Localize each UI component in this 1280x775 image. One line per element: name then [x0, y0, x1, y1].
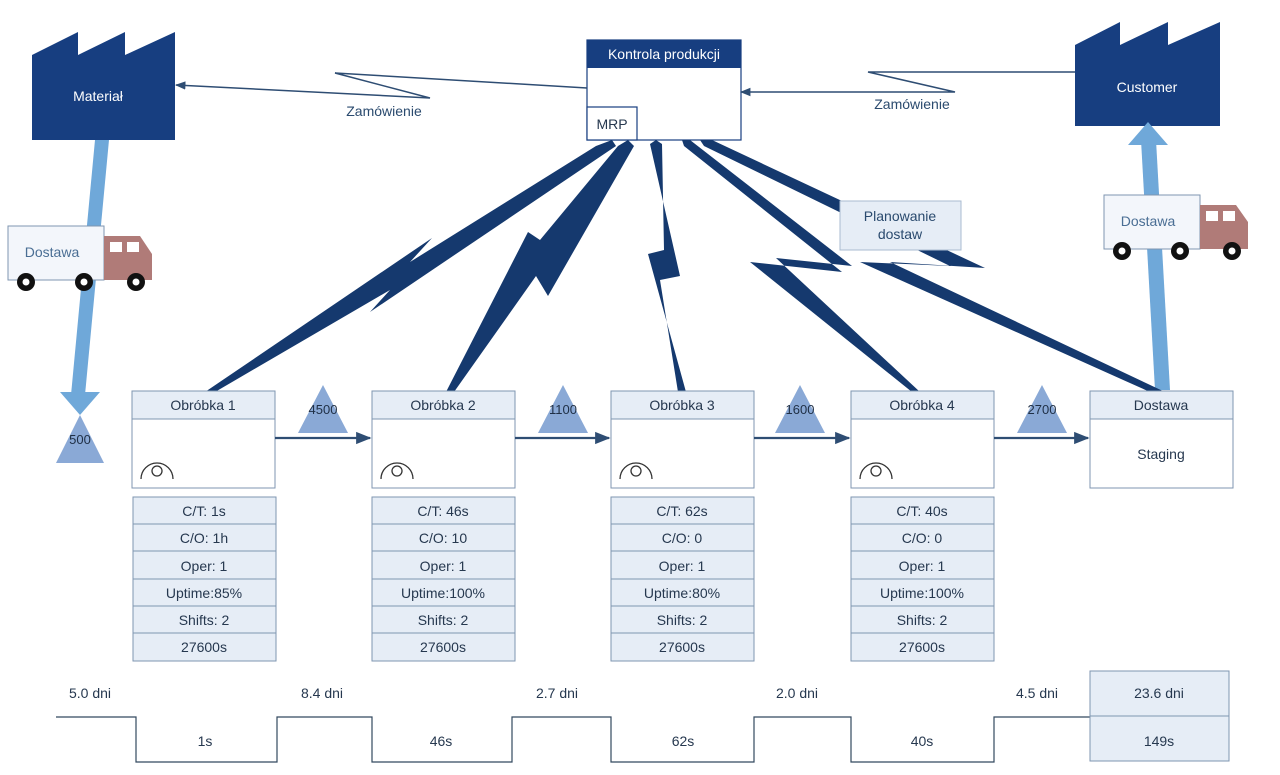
process-4-title: Obróbka 4: [889, 397, 955, 413]
delivery-planning-box: Planowanie dostaw: [839, 200, 962, 251]
inventory-triangle-1: 4500: [298, 385, 348, 433]
data-cell: 27600s: [899, 639, 945, 655]
data-cell: C/O: 1h: [180, 530, 228, 546]
customer-shipment-arrow: [1128, 122, 1170, 390]
data-box-4: C/T: 40s C/O: 0 Oper: 1 Uptime:100% Shif…: [850, 496, 995, 662]
process-time-1: 1s: [198, 733, 213, 749]
supplier-label: Materiał: [73, 88, 124, 104]
data-cell: 27600s: [420, 639, 466, 655]
data-cell: C/O: 0: [902, 530, 943, 546]
production-control-title: Kontrola produkcji: [608, 46, 720, 62]
operator-icon: [859, 462, 893, 480]
inventory-2-label: 1100: [549, 402, 577, 417]
process-2-title: Obróbka 2: [410, 397, 476, 413]
lightning-bolt-3-icon: [648, 140, 686, 392]
customer-order-label: Zamówienie: [874, 96, 950, 112]
lightning-bolt-4-icon: [682, 140, 920, 392]
left-truck-label: Dostawa: [25, 244, 80, 260]
delivery-planning-line1: Planowanie: [864, 208, 937, 224]
operator-icon: [380, 462, 414, 480]
timeline-summary-box: 23.6 dni 149s: [1089, 670, 1230, 762]
supplier-order-arrow: [174, 72, 588, 99]
lightning-bolt-2-icon: [446, 140, 634, 392]
delivery-planning-line2: dostaw: [878, 226, 923, 242]
data-box-1: C/T: 1s C/O: 1h Oper: 1 Uptime:85% Shift…: [132, 496, 277, 662]
total-process-time: 149s: [1144, 733, 1174, 749]
data-cell: Oper: 1: [899, 558, 946, 574]
right-truck-icon: Dostawa: [1103, 194, 1248, 260]
process-box-4: Obróbka 4: [850, 390, 995, 489]
lead-time-4: 2.0 dni: [776, 685, 818, 701]
operator-head-icon: [151, 465, 163, 477]
data-cell: C/T: 1s: [182, 503, 226, 519]
data-cell: C/T: 40s: [896, 503, 947, 519]
data-cell: 27600s: [659, 639, 705, 655]
data-cell: Uptime:100%: [401, 585, 485, 601]
process-3-title: Obróbka 3: [649, 397, 715, 413]
customer-label: Customer: [1117, 79, 1178, 95]
inventory-triangle-4: 2700: [1017, 385, 1067, 433]
operator-head-icon: [391, 465, 403, 477]
data-cell: Uptime:80%: [644, 585, 720, 601]
process-box-1: Obróbka 1: [131, 390, 276, 489]
customer-order-arrow: [739, 71, 1075, 97]
data-cell: 27600s: [181, 639, 227, 655]
timeline: 5.0 dni 8.4 dni 2.7 dni 2.0 dni 4.5 dni …: [56, 685, 1090, 763]
shipping-box: Dostawa Staging: [1089, 390, 1234, 489]
data-cell: Oper: 1: [420, 558, 467, 574]
process-time-4: 40s: [911, 733, 934, 749]
operator-head-icon: [630, 465, 642, 477]
data-cell: Uptime:85%: [166, 585, 242, 601]
data-box-3: C/T: 62s C/O: 0 Oper: 1 Uptime:80% Shift…: [610, 496, 755, 662]
production-control-box: Kontrola produkcji MRP: [586, 39, 742, 141]
inventory-4-label: 2700: [1028, 402, 1057, 417]
data-box-2: C/T: 46s C/O: 10 Oper: 1 Uptime:100% Shi…: [371, 496, 516, 662]
shipping-title: Dostawa: [1134, 397, 1189, 413]
timeline-ladder-line: [56, 716, 1090, 763]
operator-head-icon: [870, 465, 882, 477]
supplier-order-label: Zamówienie: [346, 103, 422, 119]
data-cell: C/T: 62s: [656, 503, 707, 519]
process-time-3: 62s: [672, 733, 695, 749]
data-cell: Shifts: 2: [897, 612, 948, 628]
process-1-title: Obróbka 1: [170, 397, 236, 413]
mrp-label: MRP: [596, 116, 627, 132]
raw-inventory-label: 500: [69, 432, 91, 447]
data-cell: Shifts: 2: [418, 612, 469, 628]
data-cell: Uptime:100%: [880, 585, 964, 601]
data-cell: C/O: 0: [662, 530, 703, 546]
data-cell: Shifts: 2: [657, 612, 708, 628]
lead-time-1: 5.0 dni: [69, 685, 111, 701]
inventory-3-label: 1600: [786, 402, 815, 417]
data-cell: Shifts: 2: [179, 612, 230, 628]
process-box-2: Obróbka 2: [371, 390, 516, 489]
lightning-bolt-5-icon: [700, 140, 1165, 392]
lead-time-5: 4.5 dni: [1016, 685, 1058, 701]
raw-inventory-triangle: 500: [56, 415, 104, 463]
data-cell: C/O: 10: [419, 530, 467, 546]
supplier-factory-icon: Materiał: [32, 32, 175, 140]
shipping-staging: Staging: [1137, 446, 1184, 462]
inventory-triangle-2: 1100: [538, 385, 588, 433]
customer-factory-icon: Customer: [1075, 22, 1220, 126]
data-cell: Oper: 1: [181, 558, 228, 574]
total-lead-time: 23.6 dni: [1134, 685, 1184, 701]
process-box-3: Obróbka 3: [610, 390, 755, 489]
inventory-1-label: 4500: [309, 402, 338, 417]
operator-icon: [619, 462, 653, 480]
operator-icon: [140, 462, 174, 480]
left-truck-icon: Dostawa: [7, 225, 152, 291]
lead-time-2: 8.4 dni: [301, 685, 343, 701]
process-time-2: 46s: [430, 733, 453, 749]
data-cell: C/T: 46s: [417, 503, 468, 519]
right-truck-label: Dostawa: [1121, 213, 1176, 229]
inventory-triangle-3: 1600: [775, 385, 825, 433]
data-cell: Oper: 1: [659, 558, 706, 574]
lead-time-3: 2.7 dni: [536, 685, 578, 701]
lightning-bolt-1-icon: [205, 140, 616, 392]
